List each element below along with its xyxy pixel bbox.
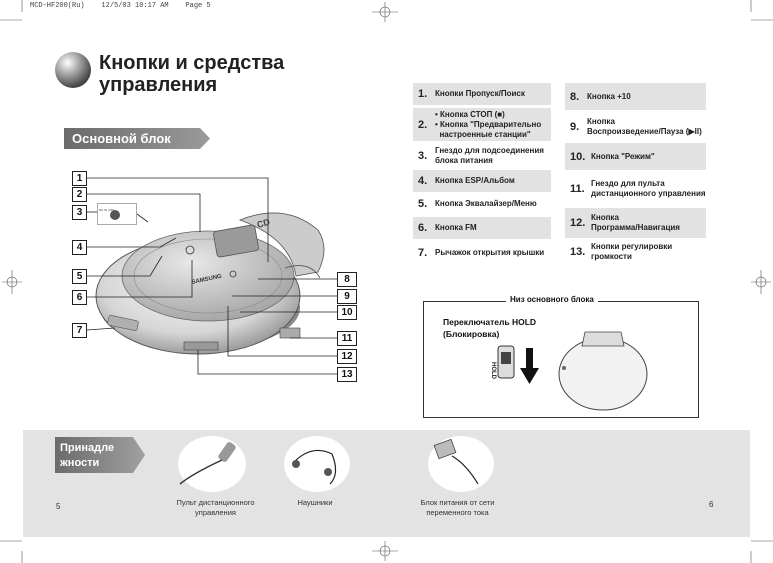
- dc-jack-inset: DC IN 4.5V: [97, 203, 137, 225]
- hold-switch-label: Переключатель HOLD (Блокировка): [443, 317, 537, 339]
- control-item-4: 4.Кнопка ESP/Альбом: [413, 170, 551, 192]
- callout-11: 11: [337, 331, 357, 346]
- callout-12: 12: [337, 349, 357, 364]
- control-item-11: 11.Гнездо для пульта дистанционного упра…: [570, 178, 706, 198]
- accessory-caption-adapter: Блок питания от сети переменного тока: [420, 498, 495, 517]
- title-bullet-icon: [55, 52, 91, 88]
- hold-switch-illustration: HOLD: [490, 331, 648, 411]
- page-title: Кнопки и средства управления: [99, 52, 285, 96]
- accessories-label: Принадле жности: [55, 437, 145, 473]
- remote-control-image: [178, 436, 246, 492]
- callout-9: 9: [337, 289, 357, 304]
- control-item-12: 12.Кнопка Программа/Навигация: [565, 208, 706, 238]
- bottom-unit-title: Низ основного блока: [506, 295, 598, 304]
- callout-4: 4: [72, 240, 87, 255]
- control-item-8: 8.Кнопка +10: [565, 83, 706, 110]
- control-item-2: 2.• Кнопка СТОП (■) • Кнопка "Предварите…: [413, 108, 551, 141]
- accessories-band: [23, 430, 750, 537]
- control-item-1: 1.Кнопки Пропуск/Поиск: [413, 83, 551, 105]
- callout-6: 6: [72, 290, 87, 305]
- section-label-main-unit: Основной блок: [64, 128, 210, 149]
- callout-5: 5: [72, 269, 87, 284]
- callout-2: 2: [72, 187, 87, 202]
- callout-7: 7: [72, 323, 87, 338]
- control-item-5: 5.Кнопка Эквалайзер/Меню: [418, 198, 537, 210]
- callout-1: 1: [72, 171, 87, 186]
- callout-8: 8: [337, 272, 357, 287]
- ac-adapter-image: [428, 436, 494, 492]
- control-item-6: 6.Кнопка FM: [413, 217, 551, 239]
- accessory-caption-remote: Пульт дистанционного управления: [176, 498, 255, 517]
- control-item-13: 13.Кнопки регулировки громкости: [570, 242, 673, 261]
- print-header: MCD-HF200(Ru) 12/5/03 10:17 AM Page 5: [30, 2, 211, 10]
- callout-10: 10: [337, 305, 357, 320]
- svg-text:HOLD: HOLD: [490, 362, 496, 380]
- control-item-9: 9.Кнопка Воспроизведение/Пауза (▶II): [570, 116, 702, 136]
- callout-13: 13: [337, 367, 357, 382]
- page-number-left: 5: [56, 502, 61, 511]
- earphones-image: [284, 436, 350, 492]
- control-item-3: 3.Гнездо для подсоединения блока питания: [418, 145, 544, 165]
- accessory-caption-earphones: Наушники: [297, 498, 333, 507]
- control-item-7: 7.Рычажок открытия крышки: [418, 247, 545, 259]
- svg-text:DC IN 4.5V: DC IN 4.5V: [99, 208, 114, 212]
- callout-3: 3: [72, 205, 87, 220]
- control-item-10: 10.Кнопка "Режим": [565, 143, 706, 170]
- page-number-right: 6: [709, 500, 714, 509]
